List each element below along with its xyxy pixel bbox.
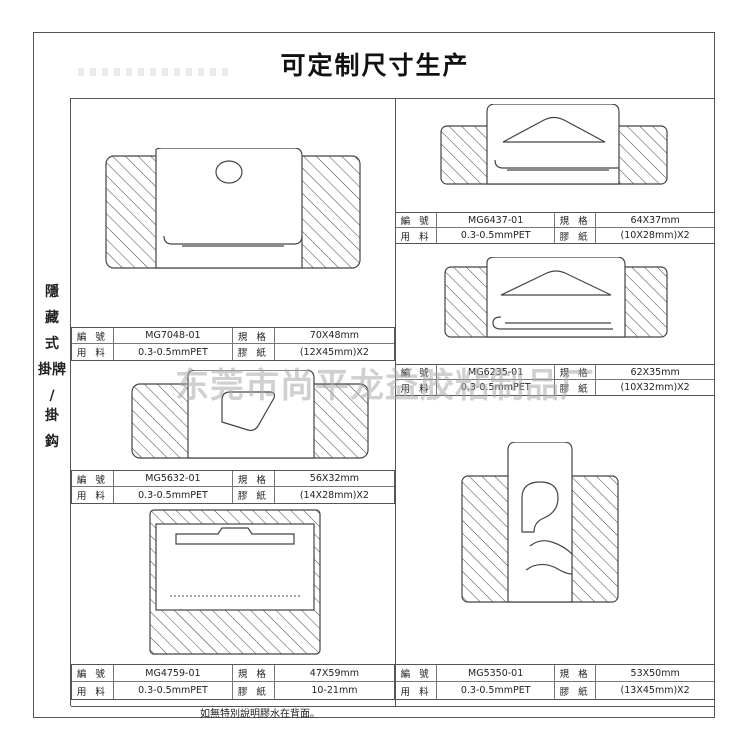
hang-tab-drawing-mg5632 [131,370,369,459]
hang-tab-drawing-mg4759 [149,509,321,655]
material-label: 用 料 [72,682,114,699]
product-material: 0.3-0.5mmPET [437,682,555,699]
product-adhesive: (12X45mm)X2 [299,346,369,358]
header-decoration [78,68,228,76]
adhesive-label: 膠 紙 [233,682,275,699]
adhesive-label: 膠 紙 [233,344,275,360]
side-title-char: 鈎 [45,434,59,450]
side-title-char: 掛牌 [38,362,66,378]
material-label: 用 料 [72,344,114,360]
product-material: 0.3-0.5mmPET [437,380,555,395]
product-code: MG7048-01 [114,328,233,343]
spec-label: 規 格 [555,365,597,379]
code-label: 編 號 [72,665,114,681]
product-spec: 53X50mm [630,667,680,679]
product-adhesive: (10X28mm)X2 [620,230,690,241]
footnote: 如無特別說明膠水在背面。 [200,709,320,720]
adhesive-label: 膠 紙 [555,682,597,699]
grid-line [71,98,715,99]
product-adhesive: (13X45mm)X2 [620,685,690,696]
product-adhesive: (14X28mm)X2 [299,489,369,501]
material-label: 用 料 [396,228,438,243]
side-title-char: 藏 [45,310,59,326]
side-title-char: 掛 [45,408,59,424]
spec-label: 規 格 [555,213,597,227]
product-material: 0.3-0.5mmPET [114,344,233,360]
material-label: 用 料 [396,682,438,699]
product-adhesive: (10X32mm)X2 [620,382,690,393]
code-label: 編 號 [396,365,438,379]
code-label: 編 號 [72,328,114,343]
side-title-char: 式 [45,336,59,352]
adhesive-label: 膠 紙 [233,487,275,503]
code-label: 編 號 [396,665,438,681]
product-adhesive: 10-21mm [311,685,358,696]
product-spec: 64X37mm [630,214,680,226]
product-spec: 70X48mm [309,330,359,341]
code-label: 編 號 [72,471,114,486]
hang-tab-drawing-mg6437 [440,104,668,185]
side-title-char: 隱 [45,284,59,300]
side-column [33,98,71,706]
spec-label: 規 格 [233,471,275,486]
product-code: MG4759-01 [114,665,233,681]
product-code: MG5632-01 [114,471,233,486]
product-code: MG5350-01 [437,665,555,681]
grid-line [395,98,396,706]
hang-tab-drawing-mg6235 [444,257,668,338]
hang-tab-drawing-mg5350 [461,442,619,603]
spec-label: 規 格 [233,665,275,681]
code-label: 編 號 [396,213,438,227]
material-label: 用 料 [396,380,438,395]
product-spec: 56X32mm [309,473,359,484]
product-code: MG6437-01 [437,213,555,227]
side-title-char: / [49,388,55,404]
product-spec: 62X35mm [630,366,680,378]
company-watermark: 东莞市尚平龙益胶粘制品厂 [175,366,595,406]
product-code: MG6235-01 [437,365,555,379]
material-label: 用 料 [72,487,114,503]
side-title: 隱 藏 式 掛牌 / 掛 鈎 [33,282,71,458]
adhesive-label: 膠 紙 [555,228,597,243]
page-title: 可定制尺寸生产 [280,51,470,80]
product-material: 0.3-0.5mmPET [114,682,233,699]
product-material: 0.3-0.5mmPET [114,487,233,503]
product-spec: 47X59mm [309,667,359,679]
spec-label: 規 格 [233,328,275,343]
adhesive-label: 膠 紙 [555,380,597,395]
spec-label: 規 格 [555,665,597,681]
product-material: 0.3-0.5mmPET [437,228,555,243]
hang-tab-drawing-mg7048 [105,148,361,269]
grid-line [71,706,715,707]
